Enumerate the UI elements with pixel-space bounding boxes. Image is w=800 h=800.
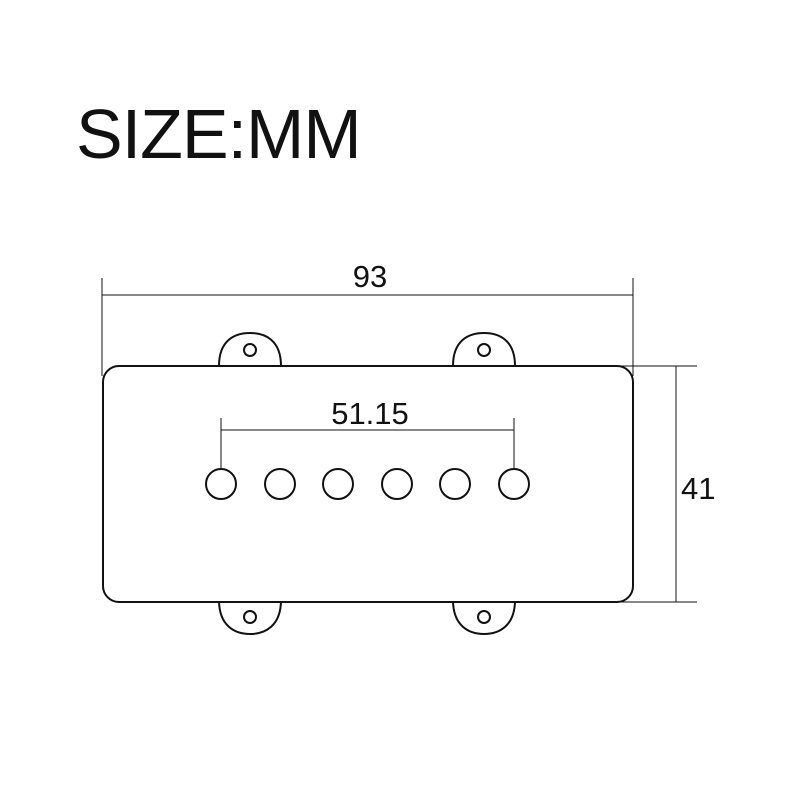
- length-label: 93: [353, 259, 387, 294]
- title-text: SIZE:MM: [76, 95, 361, 173]
- pickup-body: [102, 365, 634, 603]
- screw-hole-icon: [477, 343, 491, 357]
- screw-hole-icon: [243, 343, 257, 357]
- mounting-ear-bottom-right: [451, 599, 517, 636]
- pole-spacing-label: 51.15: [331, 396, 409, 431]
- pole-pieces: [205, 468, 530, 500]
- pole-piece: [205, 468, 237, 500]
- pole-piece: [498, 468, 530, 500]
- width-label: 41: [681, 471, 715, 506]
- pole-piece: [381, 468, 413, 500]
- mounting-ears: [217, 331, 517, 636]
- mounting-ear-bottom-left: [217, 599, 283, 636]
- pole-spacing-dimension: 51.15: [220, 396, 515, 468]
- screw-hole-icon: [243, 610, 257, 624]
- mounting-ear-top-right: [451, 331, 517, 367]
- pole-piece: [439, 468, 471, 500]
- pole-piece: [322, 468, 354, 500]
- screw-hole-icon: [477, 610, 491, 624]
- pole-piece: [264, 468, 296, 500]
- mounting-ear-top-left: [217, 331, 283, 367]
- width-dimension: 41: [620, 365, 715, 603]
- length-dimension: 93: [101, 259, 634, 376]
